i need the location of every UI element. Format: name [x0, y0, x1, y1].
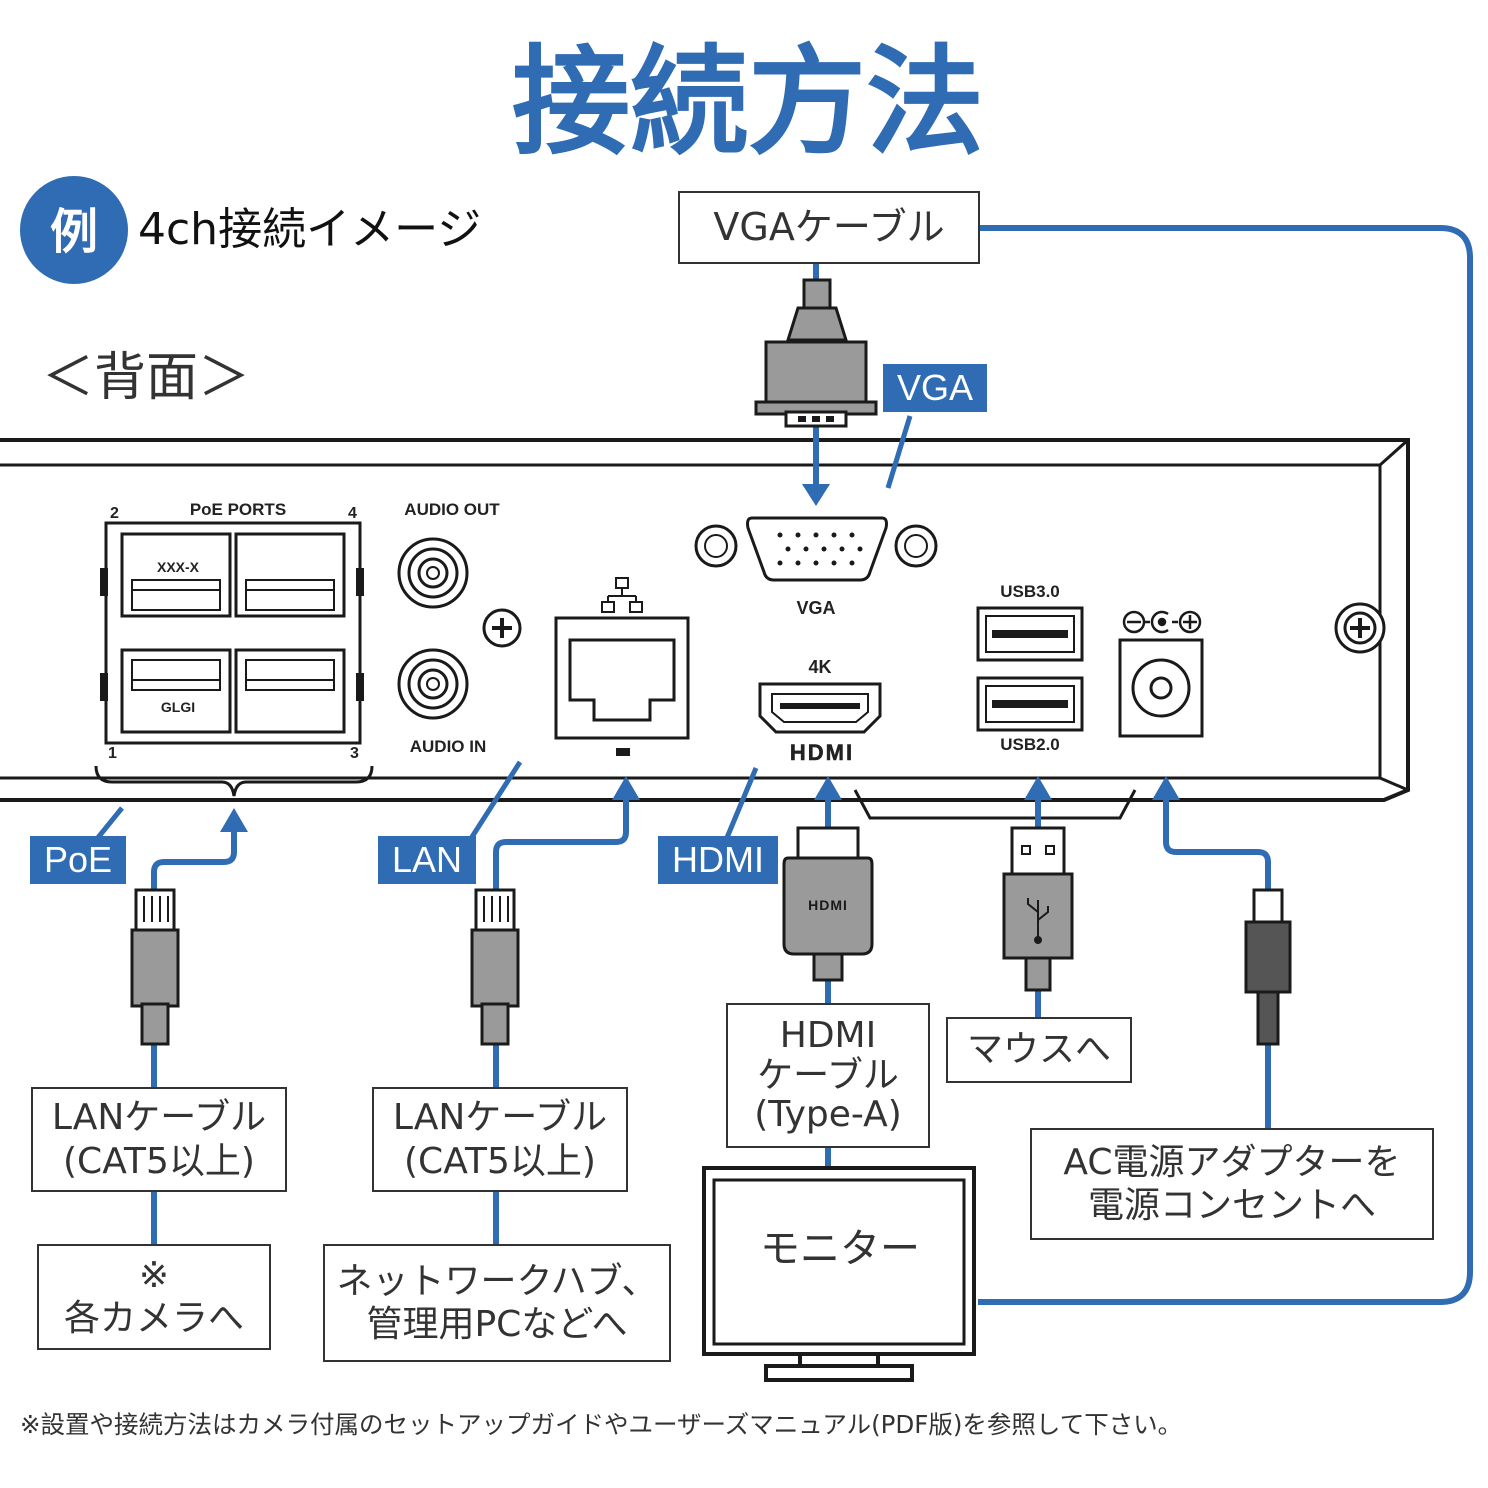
example-caption: 4ch接続イメージ: [138, 204, 481, 255]
port-1-label: 1: [108, 745, 117, 762]
connection-lines: [151, 225, 1473, 1305]
dc-power-jack: [1118, 638, 1204, 738]
lan-cable-box-poe: LANケーブル (CAT5以上): [31, 1087, 287, 1192]
footnote: ※設置や接続方法はカメラ付属のセットアップガイドやユーザーズマニュアル(PDF版…: [20, 1410, 1182, 1439]
cameras-text: 各カメラへ: [63, 1298, 244, 1339]
example-badge: [20, 176, 128, 284]
hub-line1: ネットワークハブ、: [336, 1260, 658, 1302]
monitor-label: モニター: [760, 1226, 920, 1272]
ac-line1: AC電源アダプターを: [1063, 1141, 1401, 1183]
usb3-port: [976, 606, 1084, 662]
hdmi-cable-line1: HDMI: [779, 1015, 877, 1057]
poe-ports-label: PoE PORTS: [190, 500, 286, 519]
vga-cable-text: VGAケーブル: [713, 204, 945, 249]
view-label: ＜背面＞: [42, 348, 250, 408]
lan-cable-poe-line1: LANケーブル: [51, 1097, 267, 1139]
lan-cable-hub-line2: (CAT5以上): [404, 1140, 596, 1182]
hdmi-cable-box: HDMI ケーブル (Type-A): [726, 1003, 930, 1148]
lan-tag: LAN: [378, 836, 477, 884]
port-xxx-label: XXX-X: [157, 559, 200, 575]
ac-line2: 電源コンセントへ: [1087, 1185, 1376, 1226]
example-badge-text: 例: [50, 204, 98, 260]
hdmi-plug-label: HDMI: [808, 897, 848, 913]
audio-in-label: AUDIO IN: [410, 737, 487, 756]
network-icon: [601, 577, 643, 613]
hub-line2: 管理用PCなどへ: [366, 1304, 628, 1345]
lan-cable-poe-line2: (CAT5以上): [63, 1140, 255, 1182]
lan-port: [554, 616, 690, 756]
usb2-port: [976, 676, 1084, 732]
audio-out-label: AUDIO OUT: [404, 500, 500, 519]
audio-out-connector: [397, 537, 469, 609]
usb2-label: USB2.0: [1000, 735, 1060, 754]
hdmi-cable-line2: ケーブル: [757, 1054, 899, 1096]
4k-label: 4K: [808, 657, 831, 677]
page-title: 接続方法: [512, 33, 984, 171]
vga-port-label: VGA: [796, 598, 835, 618]
hdmi-plug: [782, 826, 874, 982]
lan-cable-hub-line1: LANケーブル: [392, 1097, 608, 1139]
vga-cable-box: VGAケーブル: [678, 191, 980, 264]
port-2-label: 2: [110, 505, 119, 522]
hdmi-port: [758, 682, 882, 734]
ac-adapter-box: AC電源アダプターを 電源コンセントへ: [1030, 1128, 1434, 1240]
port-glgi-label: GLGI: [161, 699, 195, 715]
mouse-text: マウスへ: [966, 1029, 1111, 1071]
cameras-box: ※ 各カメラへ: [37, 1244, 271, 1350]
dc-plug: [1244, 888, 1292, 1046]
mouse-box: マウスへ: [946, 1017, 1132, 1083]
port-3-label: 3: [350, 745, 359, 762]
port-4-label: 4: [348, 505, 357, 522]
hdmi-cable-line3: (Type-A): [754, 1094, 902, 1136]
monitor: [702, 1166, 976, 1382]
audio-in-connector: [397, 648, 469, 720]
hdmi-tag: HDMI: [658, 836, 778, 884]
usb3-label: USB3.0: [1000, 582, 1060, 601]
hdmi-logo-label: HDMI: [790, 740, 854, 765]
vga-tag: VGA: [883, 364, 988, 412]
vga-port: [694, 516, 938, 582]
lan-plug-hub: [470, 888, 520, 1046]
lan-cable-box-hub: LANケーブル (CAT5以上): [372, 1087, 628, 1192]
poe-tag: PoE: [30, 836, 127, 884]
usb-icon: [1027, 898, 1049, 944]
poe-ports: [94, 521, 374, 797]
ground-screw-icon: [482, 608, 522, 648]
vga-plug: [754, 278, 878, 428]
hub-box: ネットワークハブ、 管理用PCなどへ: [323, 1244, 671, 1362]
tag-pointers: [94, 415, 913, 842]
cameras-note-mark: ※: [138, 1254, 170, 1296]
lan-plug-poe: [130, 888, 180, 1046]
dc-polarity-icon: [1122, 610, 1202, 634]
arrowheads: [220, 484, 1180, 832]
